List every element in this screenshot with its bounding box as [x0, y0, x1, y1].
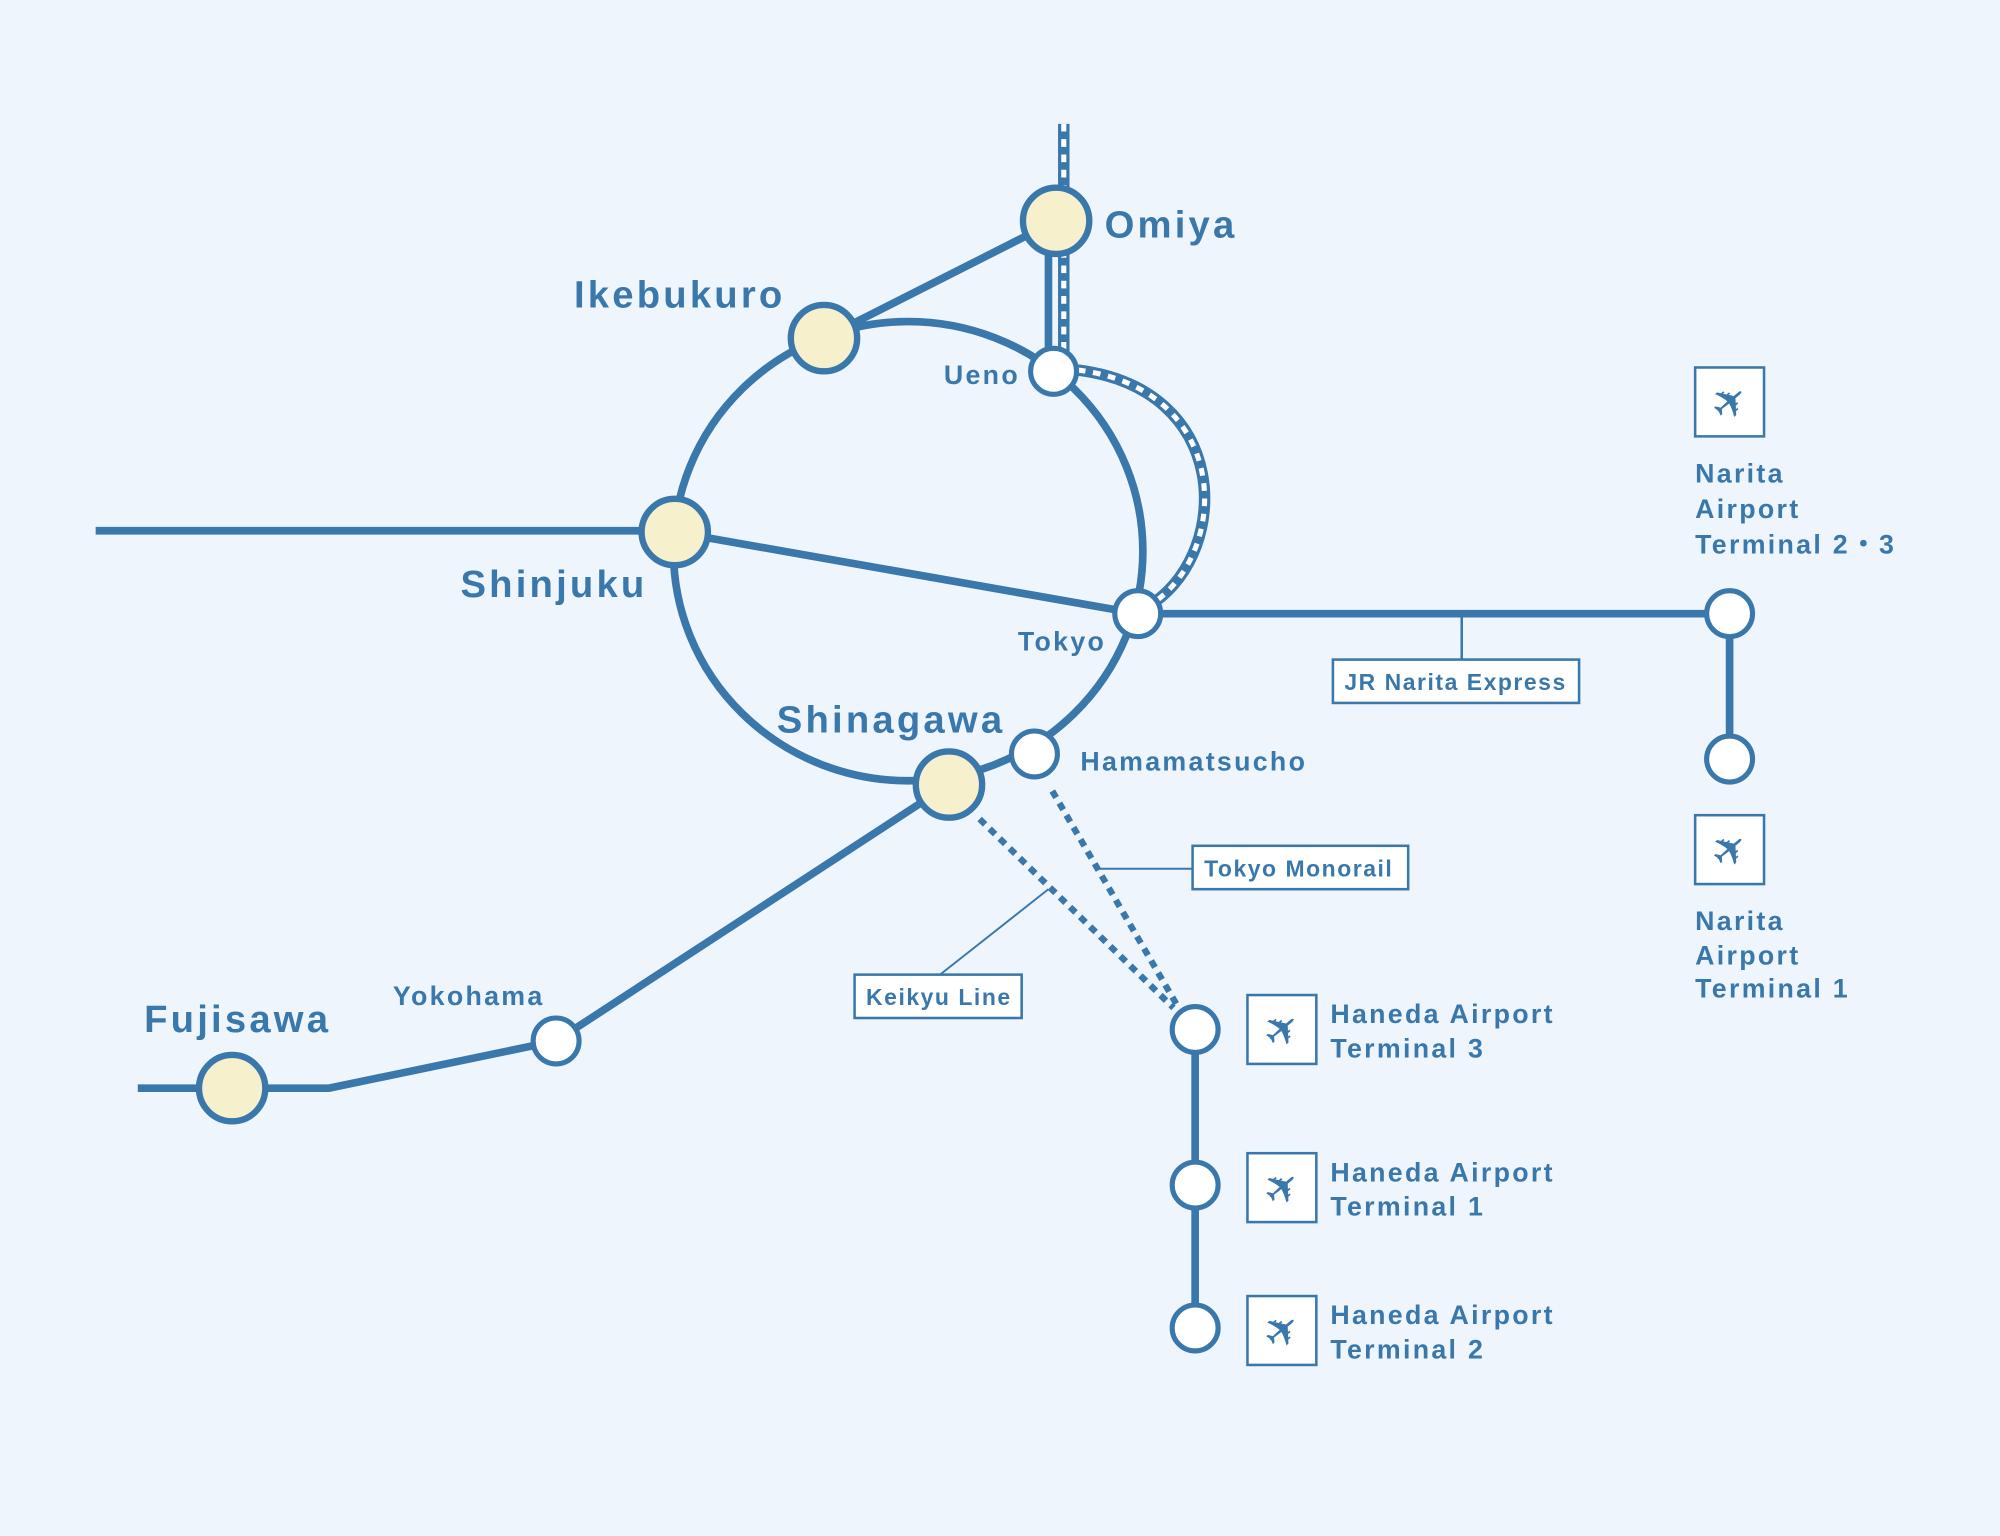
- station-haneda-t1[interactable]: [1169, 1159, 1221, 1211]
- label-yokohama: Yokohama: [393, 981, 545, 1011]
- label-keikyu-line: Keikyu Line: [866, 984, 1012, 1010]
- svg-text:Terminal 2: Terminal 2: [1330, 1335, 1485, 1365]
- svg-text:Haneda Airport: Haneda Airport: [1330, 1157, 1554, 1187]
- label-ueno: Ueno: [944, 360, 1020, 390]
- label-narita-t1: Narita Airport Terminal 1: [1695, 906, 1850, 1004]
- svg-text:Airport: Airport: [1695, 494, 1800, 524]
- label-shinagawa: Shinagawa: [777, 698, 1006, 741]
- station-haneda-t3[interactable]: [1169, 1003, 1221, 1055]
- airplane-icon: ✈: [1246, 993, 1318, 1066]
- label-narita-t23: Narita Airport Terminal 2・3: [1695, 458, 1896, 560]
- label-fujisawa: Fujisawa: [144, 998, 331, 1041]
- station-shinagawa[interactable]: [912, 748, 986, 821]
- tokyo-monorail: [1049, 789, 1182, 1010]
- station-omiya[interactable]: [1019, 184, 1093, 258]
- station-shinjuku[interactable]: [638, 495, 712, 569]
- svg-text:Terminal 3: Terminal 3: [1330, 1034, 1485, 1064]
- label-tokyo-monorail: Tokyo Monorail: [1204, 855, 1393, 881]
- label-tokyo: Tokyo: [1018, 627, 1106, 657]
- station-haneda-t2[interactable]: [1169, 1302, 1221, 1354]
- keikyu-line: [977, 816, 1176, 1011]
- label-ikebukuro: Ikebukuro: [574, 274, 785, 317]
- label-haneda-t2: Haneda Airport Terminal 2: [1330, 1300, 1554, 1365]
- svg-text:Narita: Narita: [1695, 906, 1785, 936]
- label-haneda-t1: Haneda Airport Terminal 1: [1330, 1157, 1554, 1222]
- airplane-icon: ✈: [1246, 1151, 1318, 1224]
- svg-text:Narita: Narita: [1695, 458, 1785, 488]
- svg-text:Terminal 1: Terminal 1: [1330, 1192, 1485, 1222]
- station-ikebukuro[interactable]: [787, 301, 861, 375]
- label-omiya: Omiya: [1105, 203, 1238, 246]
- svg-text:Terminal 1: Terminal 1: [1695, 974, 1850, 1004]
- station-ueno[interactable]: [1028, 345, 1080, 397]
- label-shinjuku: Shinjuku: [460, 563, 647, 606]
- label-hamamatsucho: Hamamatsucho: [1080, 747, 1307, 777]
- svg-text:Airport: Airport: [1695, 940, 1800, 970]
- saikyo-line: [822, 217, 1058, 342]
- svg-text:Haneda Airport: Haneda Airport: [1330, 1300, 1554, 1330]
- station-yokohama[interactable]: [530, 1015, 582, 1067]
- label-narita-express: JR Narita Express: [1344, 669, 1566, 695]
- station-tokyo[interactable]: [1112, 588, 1164, 640]
- airplane-icon: ✈: [1246, 1294, 1318, 1367]
- station-hamamatsucho[interactable]: [1008, 728, 1060, 780]
- station-narita-t23[interactable]: [1704, 588, 1756, 640]
- chuo-line-shinjuku-tokyo: [674, 528, 1139, 618]
- svg-text:Haneda Airport: Haneda Airport: [1330, 999, 1554, 1029]
- station-narita-t1[interactable]: [1704, 733, 1756, 785]
- label-haneda-t3: Haneda Airport Terminal 3: [1330, 999, 1554, 1064]
- airplane-icon: ✈: [1693, 813, 1766, 886]
- airplane-icon: ✈: [1693, 366, 1766, 438]
- station-fujisawa[interactable]: [195, 1051, 269, 1125]
- svg-text:Terminal 2・3: Terminal 2・3: [1695, 530, 1896, 560]
